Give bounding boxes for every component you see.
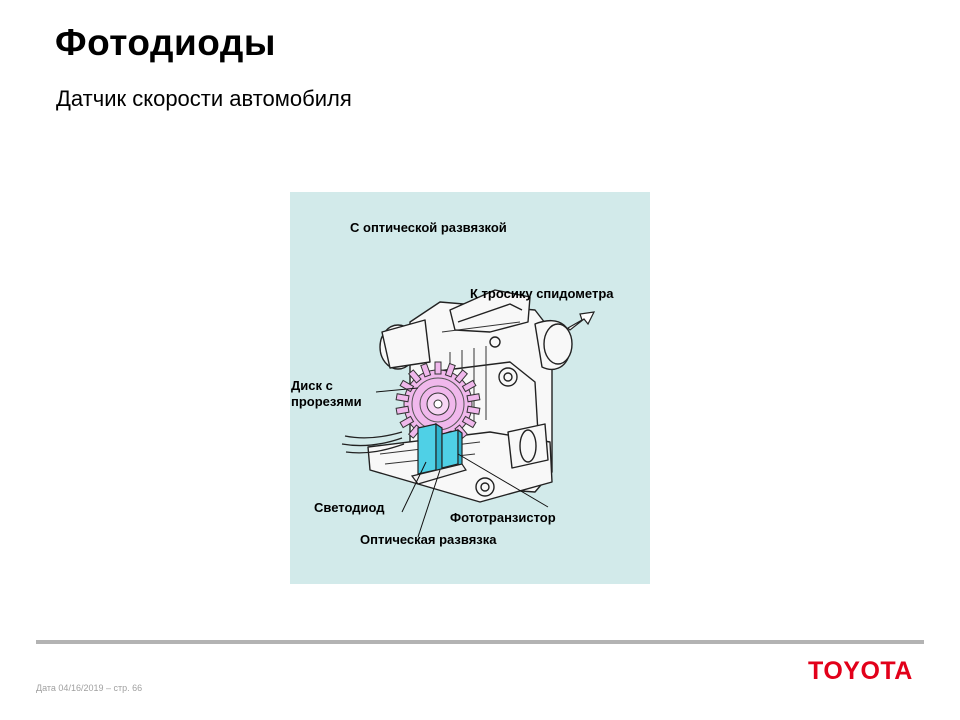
disk-label-line2: прорезями [291, 394, 362, 409]
cable-label: К тросику спидометра [470, 286, 614, 301]
optocoupler-label: Оптическая развязка [360, 532, 497, 547]
slide-subtitle: Датчик скорости автомобиля [56, 86, 352, 111]
footer-date-page: Дата 04/16/2019 – стр. 66 [36, 683, 143, 693]
slide-title: Фотодиоды [55, 22, 276, 63]
footer-divider [36, 640, 924, 644]
led-label: Светодиод [314, 500, 385, 515]
figure-heading: С оптической развязкой [350, 220, 507, 235]
sensor-illustration [341, 289, 596, 538]
toyota-logo: TOYOTA [808, 657, 913, 685]
sensor-diagram: С оптической развязкой К тросику спидоме… [290, 192, 650, 584]
phototransistor-label: Фототранзистор [450, 510, 556, 525]
disk-label-line1: Диск с [291, 378, 333, 393]
